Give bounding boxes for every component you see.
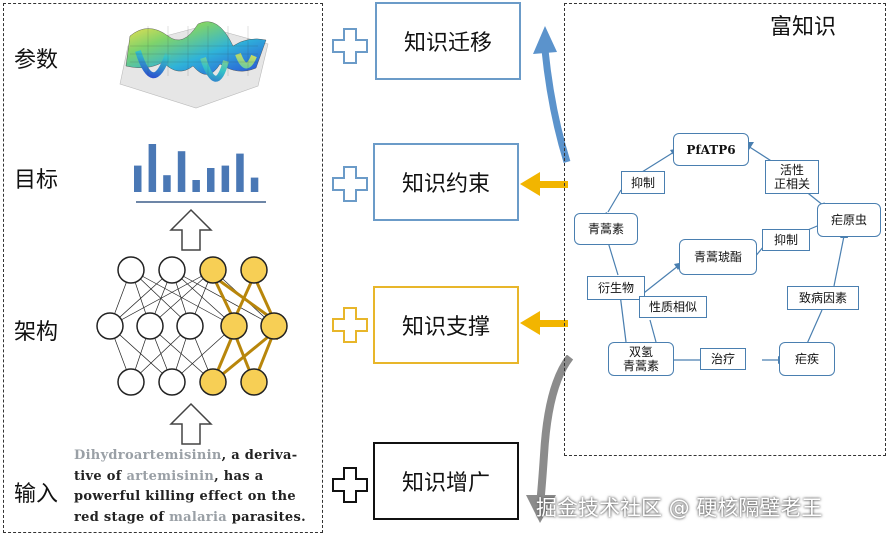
sentence-part-6: parasites. bbox=[226, 509, 306, 525]
plus-icon-blue bbox=[332, 166, 368, 202]
edge-inhibit-2: 抑制 bbox=[762, 229, 810, 251]
edge-activity-positive: 活性 正相关 bbox=[765, 160, 819, 194]
plus-icon-blue bbox=[332, 28, 368, 64]
arrow-transfer bbox=[533, 26, 571, 164]
target-bar bbox=[148, 144, 157, 192]
term-artemisinin: artemisinin bbox=[126, 468, 215, 484]
edge-derivative: 衍生物 bbox=[587, 276, 645, 300]
label-input: 输入 bbox=[14, 482, 59, 507]
label-architecture: 架构 bbox=[14, 320, 59, 345]
node-pfatp6: PfATP6 bbox=[673, 133, 749, 166]
node-dha-line2: 青蒿素 bbox=[622, 359, 659, 373]
edge-pathogenic-factor: 致病因素 bbox=[787, 286, 859, 310]
sentence-part-2: , a deriva-tive of bbox=[74, 448, 298, 484]
target-bar bbox=[134, 165, 142, 192]
term-dihydroartemisinin: Dihydroartemisinin bbox=[74, 448, 222, 463]
watermark: 掘金技术社区 @ 硬核隔壁老王 bbox=[536, 496, 823, 520]
target-bars bbox=[134, 144, 259, 192]
node-plasmodium: 疟原虫 bbox=[817, 203, 881, 237]
target-bar bbox=[177, 151, 186, 192]
parameter-surface-plot bbox=[119, 21, 269, 109]
plus-icon-black bbox=[332, 467, 368, 503]
target-bar bbox=[163, 175, 171, 192]
arrow-constraint bbox=[520, 172, 568, 196]
box-knowledge-transfer: 知识迁移 bbox=[375, 2, 521, 80]
node-dha-line1: 双氢 bbox=[628, 345, 653, 359]
arrow-support bbox=[520, 311, 568, 335]
arrow-augmentation bbox=[526, 355, 574, 523]
edge-inhibit-1: 抑制 bbox=[621, 171, 665, 194]
node-dihydroartemisinin: 双氢 青蒿素 bbox=[608, 342, 674, 376]
edge-activity-line1: 活性 bbox=[779, 163, 804, 177]
target-bar bbox=[221, 165, 230, 192]
arrow-to-architecture bbox=[169, 402, 213, 445]
arrow-to-target bbox=[169, 208, 213, 251]
knowledge-panel bbox=[564, 3, 886, 456]
box-knowledge-constraint: 知识约束 bbox=[373, 143, 519, 221]
target-bar bbox=[207, 168, 215, 192]
target-bar bbox=[236, 153, 244, 192]
edge-similar-properties: 性质相似 bbox=[639, 296, 707, 318]
target-bar bbox=[192, 180, 200, 192]
target-bar bbox=[250, 177, 259, 192]
term-malaria: malaria bbox=[169, 509, 227, 525]
box-knowledge-augmentation: 知识增广 bbox=[373, 442, 519, 520]
label-target: 目标 bbox=[14, 168, 59, 193]
node-artesunate: 青蒿琥酯 bbox=[679, 239, 757, 275]
node-malaria: 疟疾 bbox=[779, 342, 835, 376]
node-artemisinin: 青蒿素 bbox=[574, 213, 638, 245]
label-params: 参数 bbox=[14, 48, 59, 73]
rich-knowledge-title: 富知识 bbox=[770, 15, 837, 40]
box-knowledge-support: 知识支撑 bbox=[373, 286, 519, 364]
plus-icon-gold bbox=[332, 307, 368, 343]
sentence-part-4: , has a powerful killing effect on the r… bbox=[74, 468, 296, 525]
input-sentence: Dihydroartemisinin, a deriva-tive of art… bbox=[74, 446, 314, 528]
target-bar-chart bbox=[134, 144, 266, 203]
model-panel bbox=[3, 3, 323, 533]
neural-network bbox=[96, 256, 288, 396]
edge-activity-line2: 正相关 bbox=[773, 177, 810, 191]
edge-treat: 治疗 bbox=[700, 348, 746, 370]
